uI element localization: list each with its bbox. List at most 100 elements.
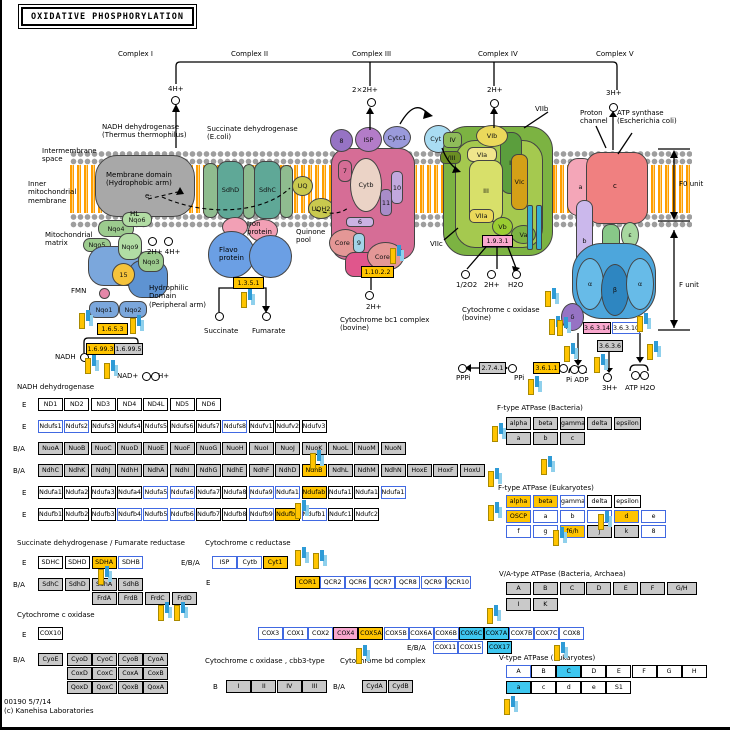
gene-box-NdhE[interactable]: NdhE xyxy=(222,464,248,477)
gene-box-QoxA[interactable]: QoxA xyxy=(143,681,169,694)
gene-box-Ndufv3[interactable]: Ndufv3 xyxy=(301,420,327,433)
gene-box-COX7A[interactable]: COX7A xyxy=(483,627,509,640)
gene-box-A[interactable]: A xyxy=(506,665,531,678)
gene-box-NdhK[interactable]: NdhK xyxy=(64,464,90,477)
gene-box-COX5A[interactable]: COX5A xyxy=(358,627,384,640)
gene-box-b[interactable]: b xyxy=(560,510,585,523)
gene-box-Ndufb4[interactable]: Ndufb4 xyxy=(117,508,143,521)
gene-box-CydA[interactable]: CydA xyxy=(362,680,387,693)
gene-box-II[interactable]: II xyxy=(251,680,277,693)
ec-box-1.10.2.2[interactable]: 1.10.2.2 xyxy=(361,266,394,278)
gene-box-Ndufs2[interactable]: Ndufs2 xyxy=(64,420,90,433)
gene-box-COX3[interactable]: COX3 xyxy=(258,627,283,640)
gene-box-Ndufv1[interactable]: Ndufv1 xyxy=(248,420,274,433)
gene-box-FrdA[interactable]: FrdA xyxy=(91,592,117,605)
gene-box-Cyt1[interactable]: Cyt1 xyxy=(262,556,288,569)
gene-box-QoxD[interactable]: QoxD xyxy=(67,681,92,694)
gene-box-NuoC[interactable]: NuoC xyxy=(90,442,116,455)
gene-box-SdhB[interactable]: SdhB xyxy=(118,578,144,591)
gene-box-C[interactable]: C xyxy=(559,582,585,595)
gene-box-Ndufa4[interactable]: Ndufa4 xyxy=(117,486,143,499)
gene-box-NuoD[interactable]: NuoD xyxy=(117,442,143,455)
gene-box-Ndufa2[interactable]: Ndufa2 xyxy=(64,486,90,499)
gene-box-Ndufb1[interactable]: Ndufb1 xyxy=(38,508,63,521)
ec-box-1.6.5.3[interactable]: 1.6.5.3 xyxy=(97,323,128,335)
gene-box-COX6C[interactable]: COX6C xyxy=(458,627,484,640)
gene-box-Ndufa10[interactable]: Ndufa10 xyxy=(275,486,301,499)
gene-box-QoxB[interactable]: QoxB xyxy=(117,681,143,694)
gene-box-Ndufa7[interactable]: Ndufa7 xyxy=(196,486,222,499)
gene-box-F[interactable]: F xyxy=(631,665,657,678)
gene-box-a[interactable]: a xyxy=(506,681,531,694)
gene-box-epsilon[interactable]: epsilon xyxy=(614,495,641,508)
gene-box-Ndufc2[interactable]: Ndufc2 xyxy=(354,508,380,521)
gene-box-NdhH[interactable]: NdhH xyxy=(117,464,143,477)
gene-box-G/H[interactable]: G/H xyxy=(666,582,697,595)
gene-box-COR1[interactable]: COR1 xyxy=(295,576,320,589)
gene-box-SDHD[interactable]: SDHD xyxy=(64,556,90,569)
gene-box-H[interactable]: H xyxy=(681,665,707,678)
gene-box-a[interactable]: a xyxy=(533,510,558,523)
gene-box-B[interactable]: B xyxy=(531,665,557,678)
gene-box-SdhD[interactable]: SdhD xyxy=(64,578,90,591)
gene-box-B[interactable]: B xyxy=(532,582,558,595)
gene-box-CyoB[interactable]: CyoB xyxy=(117,653,143,666)
gene-box-Ndufb3[interactable]: Ndufb3 xyxy=(90,508,116,521)
gene-box-Ndufb7[interactable]: Ndufb7 xyxy=(196,508,222,521)
gene-box-G[interactable]: G xyxy=(656,665,682,678)
ec-box-2.7.4.1[interactable]: 2.7.4.1 xyxy=(479,362,506,374)
gene-box-Ndufb9[interactable]: Ndufb9 xyxy=(248,508,274,521)
gene-box-NuoB[interactable]: NuoB xyxy=(64,442,90,455)
gene-box-Ndufs3[interactable]: Ndufs3 xyxy=(90,420,116,433)
gene-box-I[interactable]: I xyxy=(226,680,251,693)
gene-box-NuoG[interactable]: NuoG xyxy=(196,442,222,455)
gene-box-Ndufs8[interactable]: Ndufs8 xyxy=(222,420,248,433)
gene-box-SDHC[interactable]: SDHC xyxy=(38,556,63,569)
gene-box-HoxU[interactable]: HoxU xyxy=(459,464,485,477)
gene-box-8[interactable]: 8 xyxy=(641,525,666,538)
gene-box-c[interactable]: c xyxy=(560,432,585,445)
gene-box-d[interactable]: d xyxy=(556,681,582,694)
ec-box-1.6.99.3[interactable]: 1.6.99.3 xyxy=(86,343,115,355)
gene-box-COX17[interactable]: COX17 xyxy=(487,641,512,654)
ec-box-3.6.1.1[interactable]: 3.6.1.1 xyxy=(533,362,560,374)
gene-box-E[interactable]: E xyxy=(606,665,632,678)
gene-box-SdhA[interactable]: SdhA xyxy=(91,578,117,591)
gene-box-ND5[interactable]: ND5 xyxy=(169,398,195,411)
gene-box-NdhG[interactable]: NdhG xyxy=(196,464,222,477)
gene-box-e[interactable]: e xyxy=(641,510,666,523)
gene-box-Ndufab1[interactable]: Ndufab1 xyxy=(301,486,327,499)
ec-box-3.6.3.6[interactable]: 3.6.3.6 xyxy=(597,340,623,352)
gene-box-k[interactable]: k xyxy=(614,525,639,538)
gene-box-ND6[interactable]: ND6 xyxy=(196,398,222,411)
gene-box-ISP[interactable]: ISP xyxy=(212,556,237,569)
gene-box-NuoA[interactable]: NuoA xyxy=(38,442,63,455)
gene-box-NdhD[interactable]: NdhD xyxy=(275,464,301,477)
gene-box-Ndufb11[interactable]: Ndufb11 xyxy=(301,508,327,521)
gene-box-COX11[interactable]: COX11 xyxy=(433,641,458,654)
gene-box-Ndufa8[interactable]: Ndufa8 xyxy=(222,486,248,499)
gene-box-SdhC[interactable]: SdhC xyxy=(38,578,63,591)
ec-box-1.9.3.1[interactable]: 1.9.3.1 xyxy=(482,235,513,247)
gene-box-CoxB[interactable]: CoxB xyxy=(143,667,169,680)
gene-box-b[interactable]: b xyxy=(533,432,558,445)
gene-box-CyoA[interactable]: CyoA xyxy=(143,653,169,666)
gene-box-Ndufv2[interactable]: Ndufv2 xyxy=(275,420,301,433)
gene-box-Cytb[interactable]: Cytb xyxy=(237,556,263,569)
gene-box-COX10[interactable]: COX10 xyxy=(38,627,63,640)
gene-box-d[interactable]: d xyxy=(614,510,639,523)
gene-box-ND4[interactable]: ND4 xyxy=(117,398,143,411)
gene-box-HoxE[interactable]: HoxE xyxy=(406,464,432,477)
gene-box-NdhM[interactable]: NdhM xyxy=(354,464,380,477)
gene-box-CyoC[interactable]: CyoC xyxy=(92,653,118,666)
gene-box-COX8[interactable]: COX8 xyxy=(559,627,585,640)
gene-box-OSCP[interactable]: OSCP xyxy=(506,510,531,523)
gene-box-NuoE[interactable]: NuoE xyxy=(143,442,169,455)
gene-box-CoxC[interactable]: CoxC xyxy=(92,667,118,680)
gene-box-III[interactable]: III xyxy=(302,680,328,693)
gene-box-Ndufa11[interactable]: Ndufa11 xyxy=(327,486,353,499)
gene-box-QCR9[interactable]: QCR9 xyxy=(420,576,446,589)
gene-box-c[interactable]: c xyxy=(531,681,557,694)
gene-box-COX5B[interactable]: COX5B xyxy=(383,627,409,640)
gene-box-FrdB[interactable]: FrdB xyxy=(118,592,144,605)
